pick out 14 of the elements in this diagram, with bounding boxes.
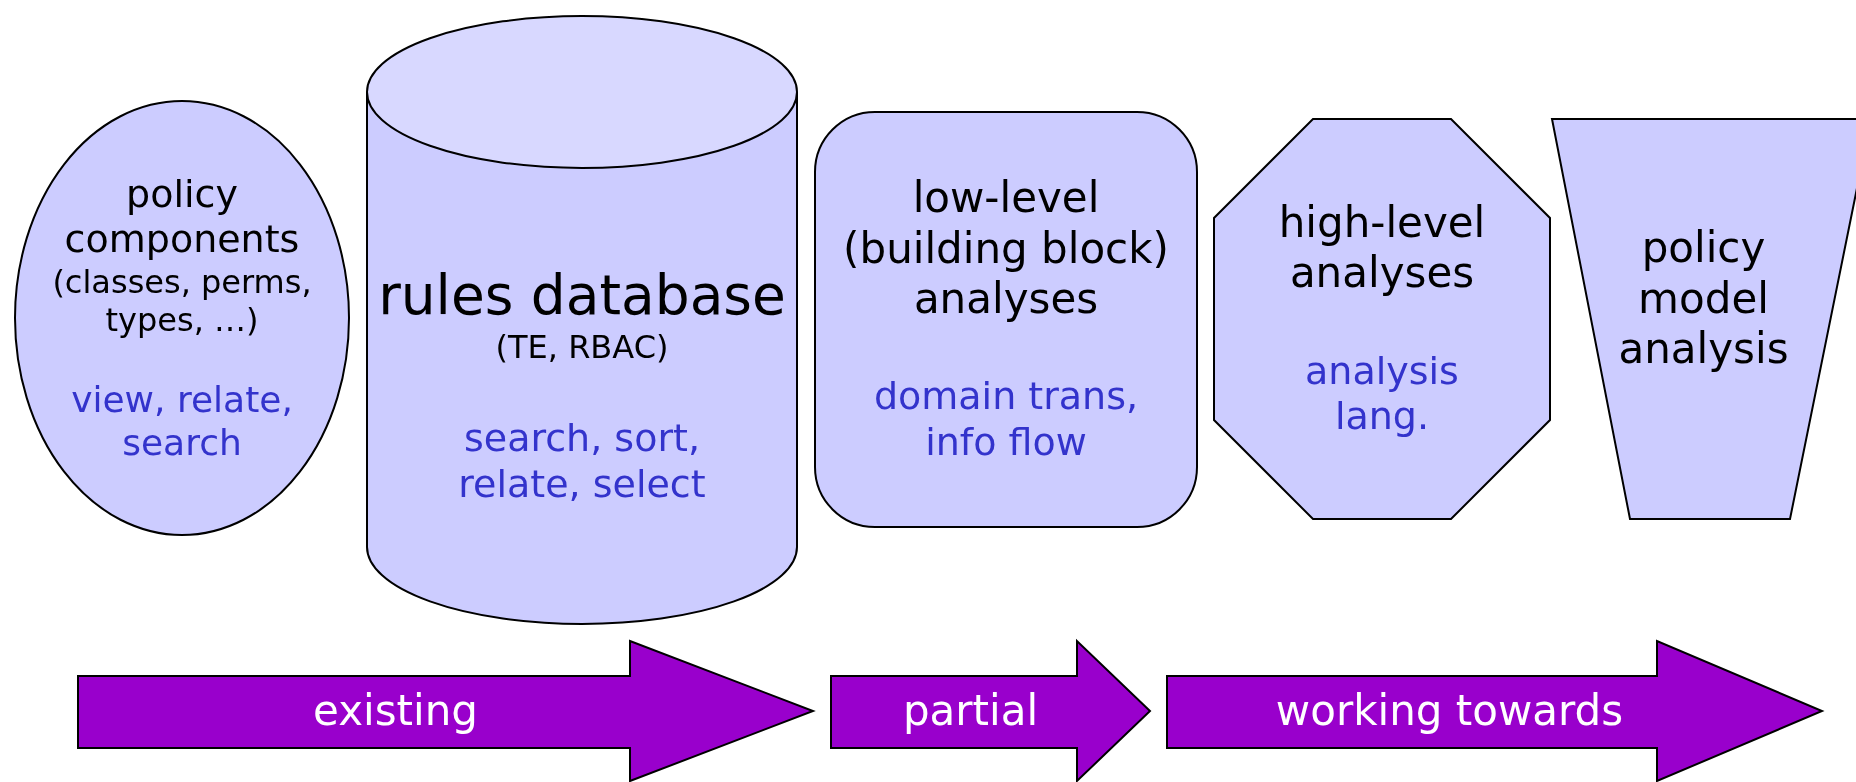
analysis-title: low-level (building block) analyses: [842, 173, 1170, 325]
status-label: partial: [902, 685, 1039, 737]
status-label: existing: [313, 685, 478, 737]
database-subtitle: (TE, RBAC): [495, 327, 669, 367]
feature-list: domain trans, info flow: [836, 374, 1176, 466]
feature-list: view, relate, search: [32, 377, 332, 465]
component-title: policy components: [63, 171, 301, 263]
analysis-title: policy model analysis: [1617, 223, 1790, 375]
status-label: working towards: [1275, 685, 1624, 737]
feature-list: search, sort, relate, select: [447, 416, 717, 508]
database-title: rules database: [378, 261, 786, 328]
component-list: (classes, perms, types, …): [32, 263, 332, 340]
analysis-title: high-level analyses: [1277, 198, 1487, 299]
feature-list: analysis lang.: [1262, 348, 1502, 440]
